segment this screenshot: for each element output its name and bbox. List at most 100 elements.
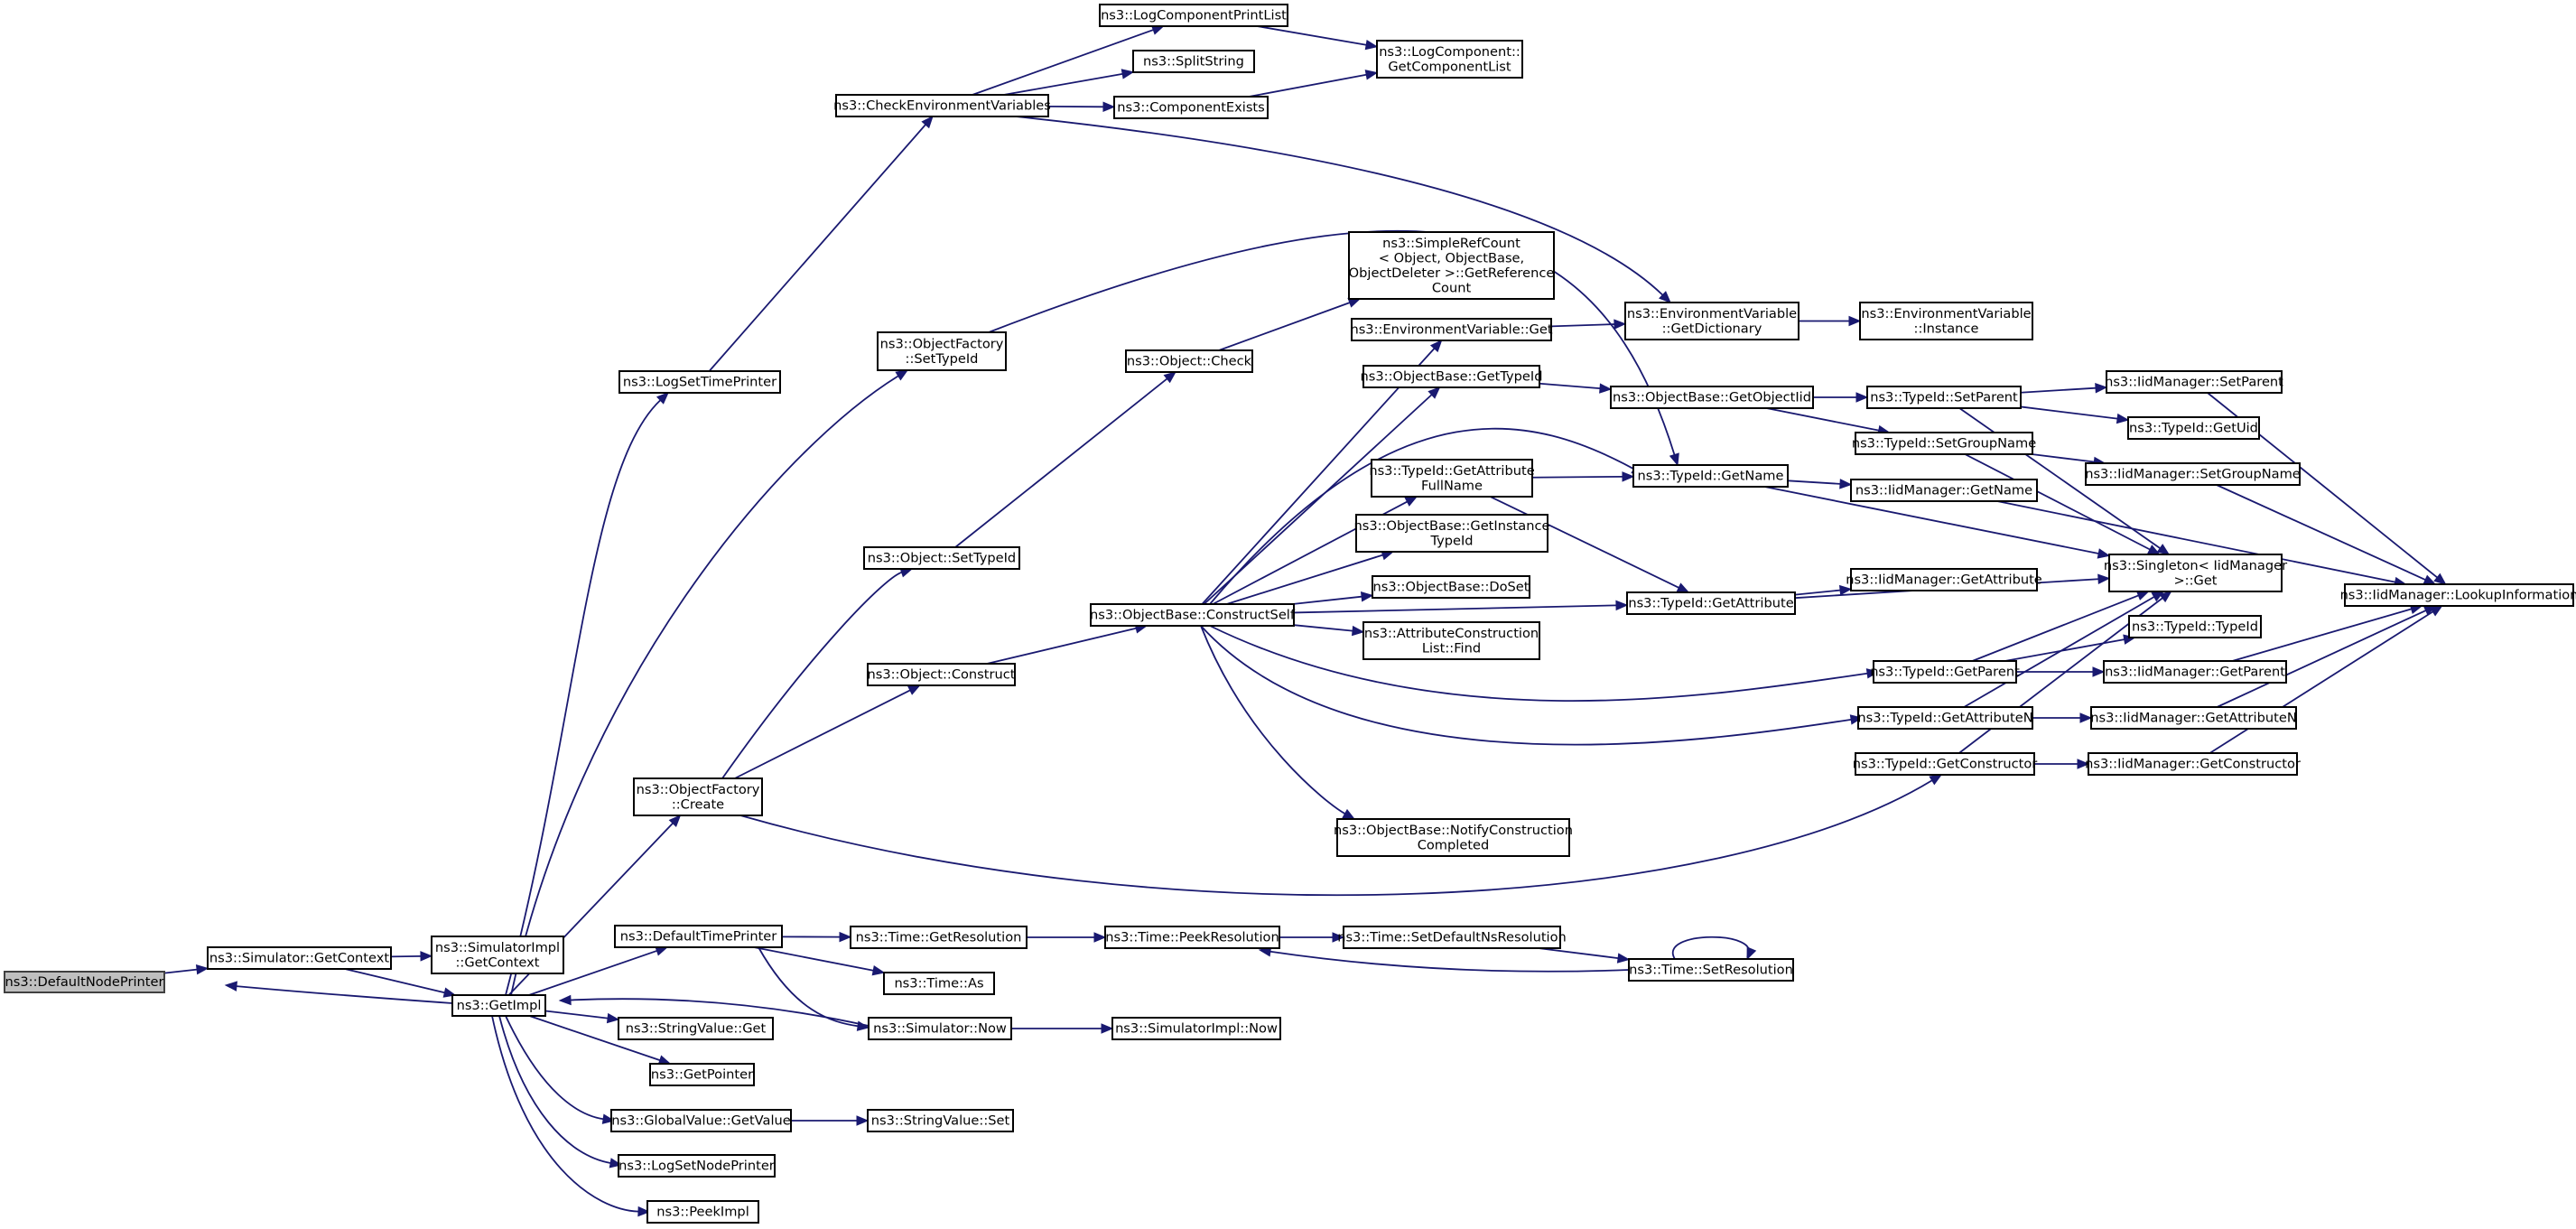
node-env-var-get[interactable]: ns3::EnvironmentVariable::Get <box>1350 318 1553 341</box>
node-simulator-impl-now[interactable]: ns3::SimulatorImpl::Now <box>1111 1017 1281 1040</box>
node-iid-manager-get-name[interactable]: ns3::IidManager::GetName <box>1850 479 2038 502</box>
node-box[interactable] <box>1628 958 1794 982</box>
node-peek-impl[interactable]: ns3::PeekImpl <box>646 1200 759 1224</box>
node-iid-manager-get-attribute-n[interactable]: ns3::IidManager::GetAttributeN <box>2090 706 2297 730</box>
node-box[interactable] <box>614 925 783 948</box>
node-box[interactable] <box>1125 349 1253 373</box>
node-box[interactable] <box>1371 459 1533 498</box>
node-default-node-printer[interactable]: ns3::DefaultNodePrinter <box>4 971 165 993</box>
node-type-id-get-attribute[interactable]: ns3::TypeId::GetAttribute <box>1626 591 1796 615</box>
node-box[interactable] <box>1362 621 1540 660</box>
node-box[interactable] <box>618 1017 774 1040</box>
node-box[interactable] <box>431 936 564 974</box>
node-box[interactable] <box>1104 926 1280 949</box>
node-get-pointer[interactable]: ns3::GetPointer <box>649 1063 755 1086</box>
node-box[interactable] <box>618 370 781 394</box>
node-object-construct[interactable]: ns3::Object::Construct <box>867 663 1016 686</box>
node-type-id-set-group-name[interactable]: ns3::TypeId::SetGroupName <box>1852 432 2036 455</box>
node-singleton-get[interactable]: ns3::Singleton< IidManager >::Get <box>2104 554 2287 592</box>
node-box[interactable] <box>1850 479 2038 502</box>
node-iid-manager-set-parent[interactable]: ns3::IidManager::SetParent <box>2105 370 2283 394</box>
node-box[interactable] <box>1850 568 2038 591</box>
node-iid-manager-get-constructor[interactable]: ns3::IidManager::GetConstructor <box>2085 752 2301 776</box>
node-box[interactable] <box>1355 514 1548 553</box>
node-iid-manager-lookup-information[interactable]: ns3::IidManager::LookupInformation <box>2340 583 2576 607</box>
node-iid-manager-get-attribute[interactable]: ns3::IidManager::GetAttribute <box>1846 568 2042 591</box>
node-box[interactable] <box>2090 706 2297 730</box>
node-type-id-get-constructor[interactable]: ns3::TypeId::GetConstructor <box>1853 752 2038 776</box>
node-object-base-notify-construction-completed[interactable]: ns3::ObjectBase::NotifyConstructionCompl… <box>1334 818 1573 857</box>
node-object-factory-create[interactable]: ns3::ObjectFactory::Create <box>633 777 763 816</box>
node-type-id-get-name[interactable]: ns3::TypeId::GetName <box>1632 464 1789 488</box>
node-box[interactable] <box>867 663 1016 686</box>
node-log-set-node-printer[interactable]: ns3::LogSetNodePrinter <box>618 1154 776 1178</box>
node-box[interactable] <box>877 331 1007 371</box>
node-box[interactable] <box>863 546 1020 570</box>
node-check-env-vars[interactable]: ns3::CheckEnvironmentVariables <box>833 94 1051 117</box>
node-box[interactable] <box>2106 370 2283 394</box>
node-env-var-instance[interactable]: ns3::EnvironmentVariable::Instance <box>1859 302 2033 340</box>
node-box[interactable] <box>1343 926 1561 949</box>
node-split-string[interactable]: ns3::SplitString <box>1132 50 1255 73</box>
node-simulator-impl-get-context[interactable]: ns3::SimulatorImpl::GetContext <box>431 936 564 974</box>
node-log-component-print-list[interactable]: ns3::LogComponentPrintList <box>1099 4 1288 27</box>
node-box[interactable] <box>850 926 1028 949</box>
node-box[interactable] <box>618 1154 776 1178</box>
node-string-value-set[interactable]: ns3::StringValue::Set <box>867 1109 1014 1132</box>
node-box[interactable] <box>633 777 763 816</box>
node-component-exists[interactable]: ns3::ComponentExists <box>1113 96 1269 119</box>
node-global-value-get-value[interactable]: ns3::GlobalValue::GetValue <box>610 1109 792 1132</box>
node-iid-manager-get-parent[interactable]: ns3::IidManager::GetParent <box>2103 660 2287 684</box>
node-box[interactable] <box>610 1109 792 1132</box>
node-box[interactable] <box>1336 818 1570 857</box>
node-box[interactable] <box>1113 96 1269 119</box>
node-box[interactable] <box>2108 554 2283 592</box>
node-box[interactable] <box>2128 615 2262 638</box>
node-box[interactable] <box>1372 575 1530 599</box>
node-box[interactable] <box>1855 752 2035 776</box>
node-box[interactable] <box>1376 40 1523 79</box>
node-box[interactable] <box>2085 462 2301 486</box>
node-time-peek-resolution[interactable]: ns3::Time::PeekResolution <box>1104 926 1280 949</box>
node-box[interactable] <box>646 1200 759 1224</box>
node-log-set-time-printer[interactable]: ns3::LogSetTimePrinter <box>618 370 781 394</box>
node-type-id-type-id[interactable]: ns3::TypeId::TypeId <box>2128 615 2262 638</box>
node-object-factory-set-type-id[interactable]: ns3::ObjectFactory::SetTypeId <box>877 331 1007 371</box>
node-box[interactable] <box>1090 603 1295 627</box>
node-box[interactable] <box>1351 318 1552 341</box>
node-box[interactable] <box>1632 464 1789 488</box>
node-type-id-set-parent[interactable]: ns3::TypeId::SetParent <box>1866 386 2022 409</box>
node-object-base-get-object-iid[interactable]: ns3::ObjectBase::GetObjectIid <box>1610 386 1814 409</box>
node-type-id-get-uid[interactable]: ns3::TypeId::GetUid <box>2127 416 2260 440</box>
node-box[interactable] <box>867 1109 1014 1132</box>
node-simulator-get-context[interactable]: ns3::Simulator::GetContext <box>207 946 392 970</box>
node-box[interactable] <box>451 994 546 1017</box>
node-simulator-now[interactable]: ns3::Simulator::Now <box>868 1017 1012 1040</box>
node-default-time-printer[interactable]: ns3::DefaultTimePrinter <box>614 925 783 948</box>
node-simple-ref-count[interactable]: ns3::SimpleRefCount< Object, ObjectBase,… <box>1348 231 1555 300</box>
node-time-as[interactable]: ns3::Time::As <box>883 972 995 995</box>
node-box[interactable] <box>1362 365 1540 388</box>
node-box[interactable] <box>207 946 392 970</box>
node-env-var-get-dictionary[interactable]: ns3::EnvironmentVariable::GetDictionary <box>1624 302 1799 340</box>
node-box[interactable] <box>2088 752 2298 776</box>
node-box[interactable] <box>2344 583 2574 607</box>
node-string-value-get[interactable]: ns3::StringValue::Get <box>618 1017 774 1040</box>
node-box[interactable] <box>4 971 165 993</box>
node-object-base-get-type-id[interactable]: ns3::ObjectBase::GetTypeId <box>1361 365 1543 388</box>
node-box[interactable] <box>1855 432 2033 455</box>
node-box[interactable] <box>1348 231 1555 300</box>
node-box[interactable] <box>2127 416 2260 440</box>
node-object-base-construct-self[interactable]: ns3::ObjectBase::ConstructSelf <box>1090 603 1296 627</box>
node-box[interactable] <box>1132 50 1255 73</box>
node-time-set-resolution[interactable]: ns3::Time::SetResolution <box>1628 958 1794 982</box>
node-object-set-type-id[interactable]: ns3::Object::SetTypeId <box>863 546 1020 570</box>
node-box[interactable] <box>868 1017 1012 1040</box>
node-time-get-resolution[interactable]: ns3::Time::GetResolution <box>850 926 1028 949</box>
node-box[interactable] <box>1857 706 2033 730</box>
node-box[interactable] <box>883 972 995 995</box>
node-time-set-default-ns-resolution[interactable]: ns3::Time::SetDefaultNsResolution <box>1337 926 1567 949</box>
node-object-check[interactable]: ns3::Object::Check <box>1125 349 1253 373</box>
